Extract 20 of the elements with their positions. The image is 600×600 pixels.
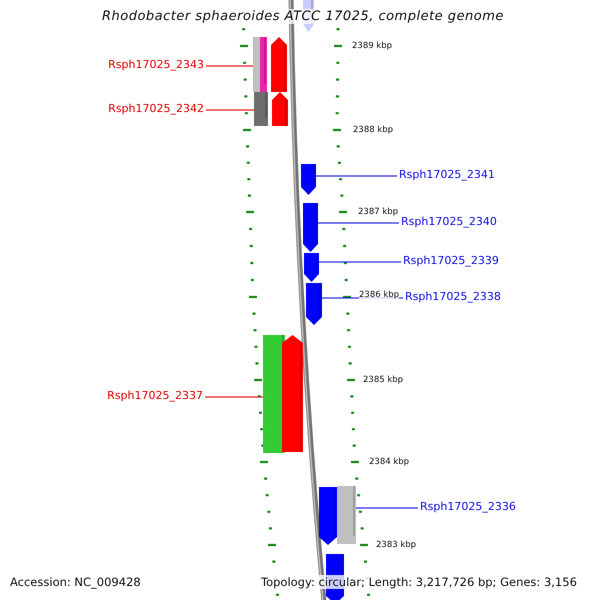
gene-label: Rsph17025_2337 xyxy=(107,389,203,403)
scale-label: 2385 kbp xyxy=(363,373,404,387)
footer-text: Accession: NC_009428 xyxy=(10,575,141,589)
gene-label: Rsph17025_2339 xyxy=(403,254,499,268)
title: Rhodobacter sphaeroides ATCC 17025, complete genome xyxy=(100,9,506,24)
leader-line xyxy=(204,396,264,398)
footer-text: Topology: circular; Length: 3,217,726 bp; Genes: 3,156 xyxy=(261,575,577,589)
scale-label: 2389 kbp xyxy=(352,39,392,53)
scale-label: 2384 kbp xyxy=(369,455,410,469)
gene-label: Rsph17025_2343 xyxy=(108,58,204,72)
scale-label: 2388 kbp xyxy=(353,123,394,137)
gene-label: Rsph17025_2336 xyxy=(420,500,516,514)
scale-label: 2387 kbp xyxy=(358,205,398,219)
gene-label: Rsph17025_2340 xyxy=(401,215,497,229)
scale-label: 2383 kbp xyxy=(376,538,416,552)
gene-label: Rsph17025_2342 xyxy=(108,102,204,116)
leader-line xyxy=(318,222,400,224)
gene-label: Rsph17025_2341 xyxy=(399,168,495,182)
gene-label: Rsph17025_2338 xyxy=(405,290,501,304)
scale-label: 2386 kbp xyxy=(359,288,400,302)
